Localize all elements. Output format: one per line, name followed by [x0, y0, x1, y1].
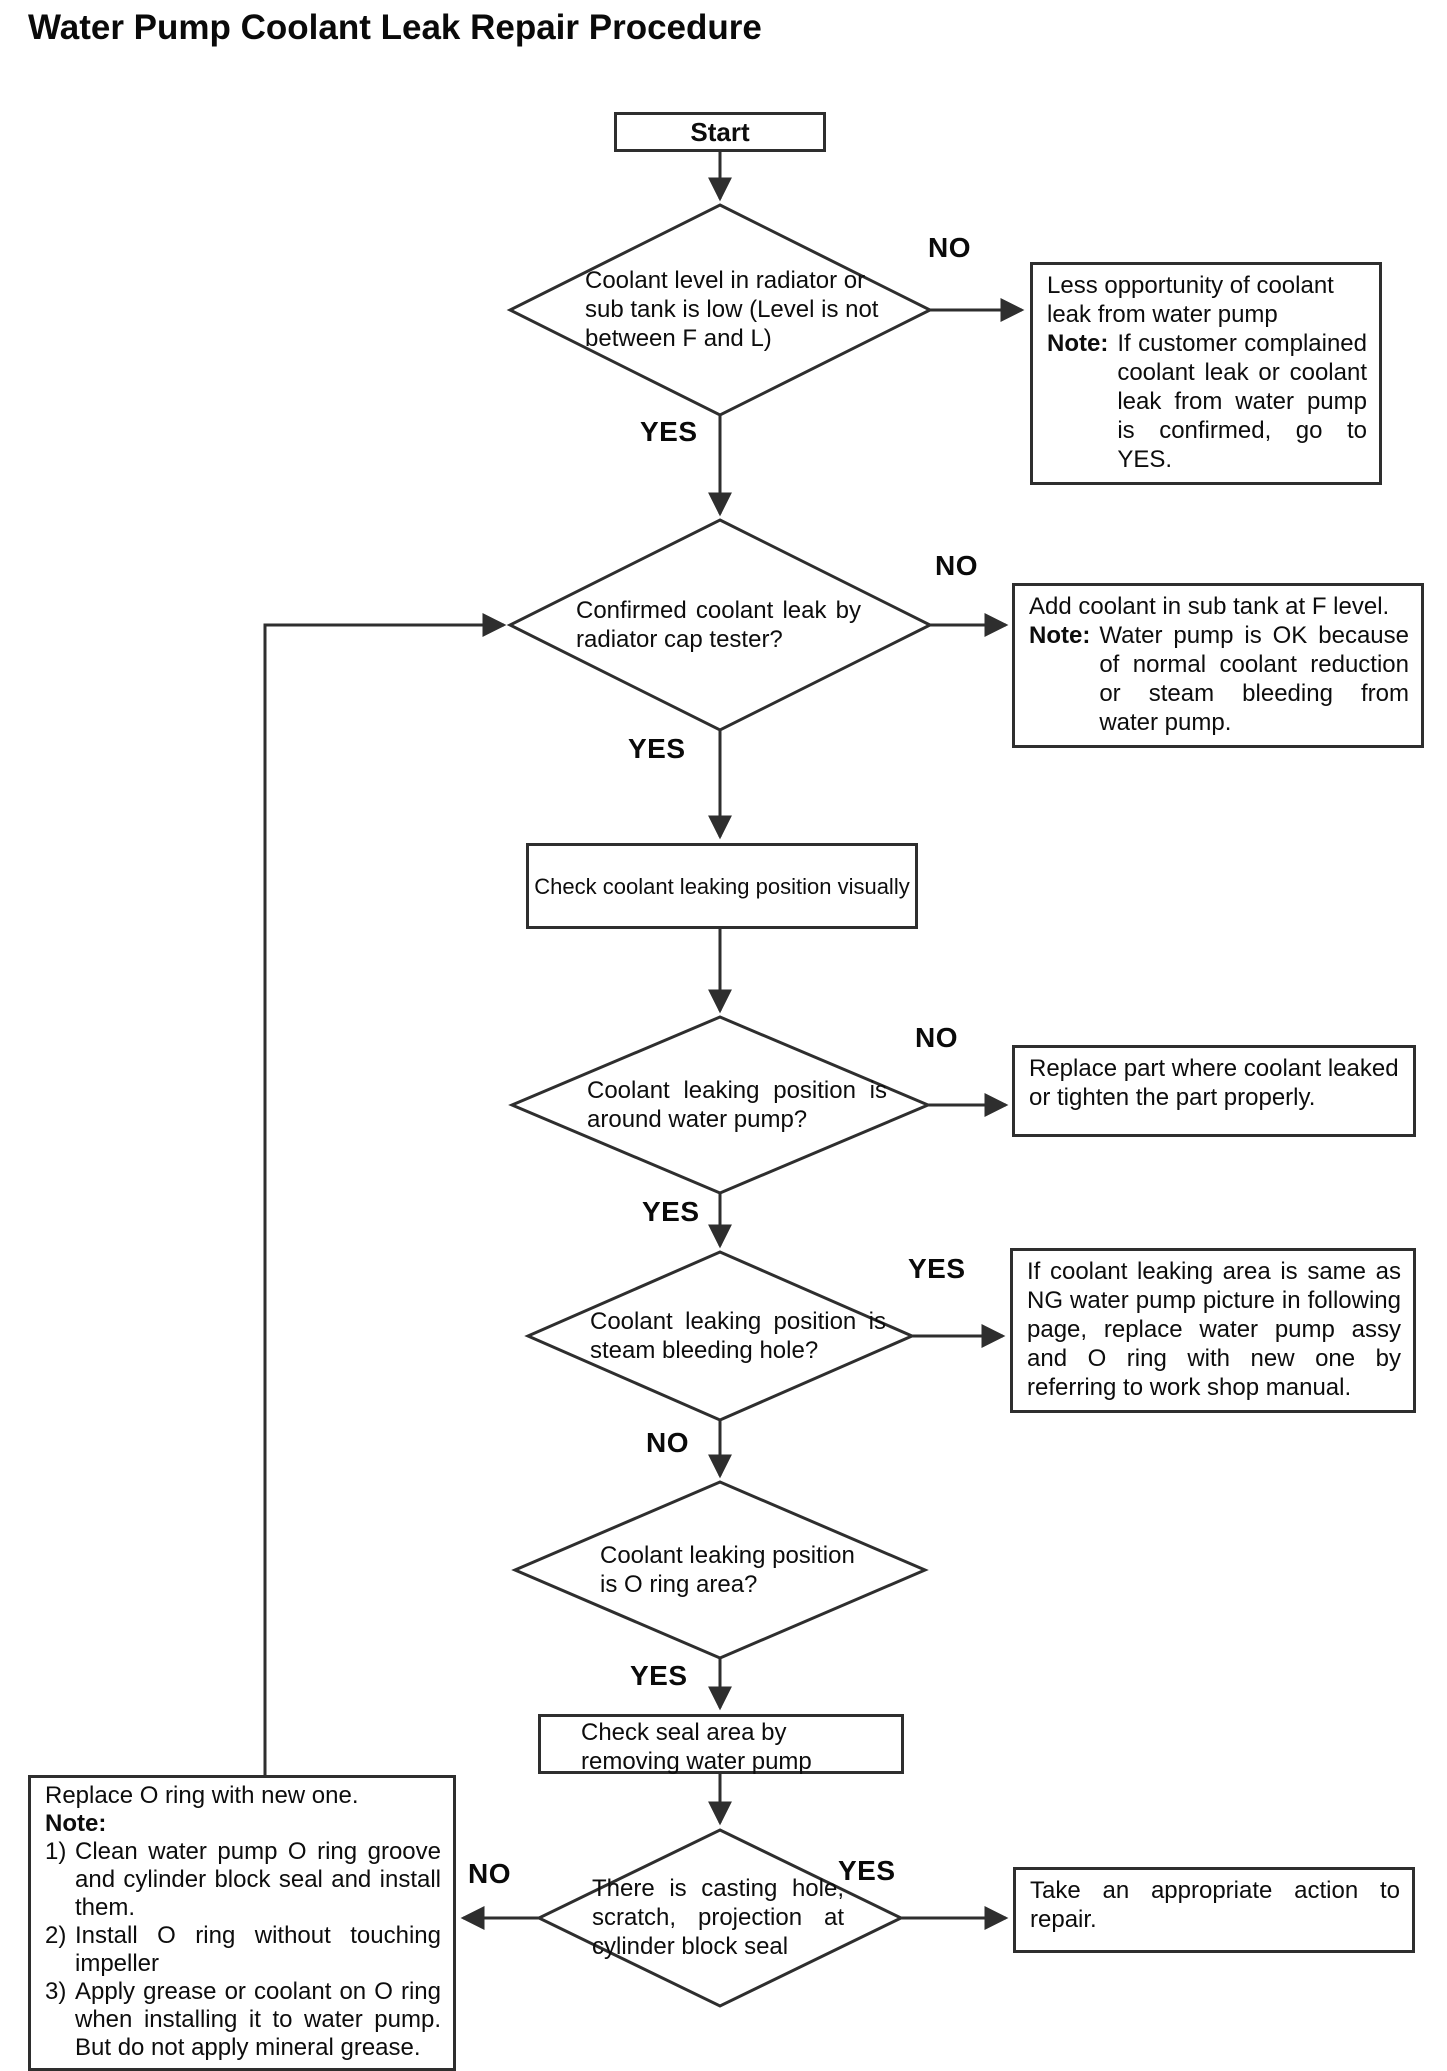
process-check-seal: Check seal area by removing water pump	[538, 1714, 904, 1775]
note-label: Note:	[1029, 622, 1091, 649]
connector-feedback-loop	[263, 613, 507, 1775]
result-take-action: Take an appropriate action to repair.	[1013, 1867, 1415, 1953]
result-replace-part: Replace part where coolant leaked or tig…	[1012, 1045, 1416, 1137]
result-replace-pump-assy: If coolant leaking area is same as NG wa…	[1010, 1248, 1416, 1413]
result-less-opportunity-text: Less opportunity of coolant leak from wa…	[1047, 272, 1334, 328]
decision-casting-hole: There is casting hole, scratch, projecti…	[592, 1875, 844, 1960]
start-node: Start	[614, 112, 826, 152]
result-less-opportunity: Less opportunity of coolant leak from wa…	[1030, 262, 1382, 485]
note-text: If customer complained coolant leak or c…	[1117, 330, 1367, 473]
decision-coolant-level-shape	[506, 203, 934, 417]
result-take-action-text: Take an appropriate action to repair.	[1030, 1877, 1400, 1933]
result-replace-part-text: Replace part where coolant leaked or tig…	[1029, 1055, 1399, 1111]
item-text: Apply grease or coolant on O ring when i…	[75, 1978, 441, 2061]
decision-cap-tester-shape	[506, 518, 934, 732]
no-label-casting-hole: NO	[468, 1858, 511, 1889]
decision-coolant-level: Coolant level in radiator or sub tank is…	[585, 267, 879, 352]
decision-steam-hole: Coolant leaking position is steam bleedi…	[590, 1308, 886, 1364]
yes-label-coolant-level: YES	[640, 416, 698, 447]
yes-label-around-pump: YES	[642, 1196, 700, 1227]
decision-around-pump: Coolant leaking position is around water…	[587, 1077, 887, 1133]
note-text: Water pump is OK because of normal coola…	[1099, 622, 1409, 736]
process-check-position: Check coolant leaking position visually	[526, 843, 918, 929]
result-replace-pump-assy-text: If coolant leaking area is same as NG wa…	[1027, 1258, 1401, 1401]
item-number: 1)	[45, 1838, 67, 1865]
yes-label-casting-hole: YES	[838, 1855, 896, 1886]
start-node-label: Start	[690, 116, 750, 147]
yes-label-oring-area: YES	[630, 1660, 688, 1691]
decision-steam-hole-shape	[524, 1250, 916, 1422]
no-label-cap-tester: NO	[935, 550, 978, 581]
result-add-coolant-text: Add coolant in sub tank at F level.	[1029, 593, 1390, 620]
no-label-steam-hole: NO	[646, 1427, 689, 1458]
decision-oring-area: Coolant leaking position is O ring area?	[600, 1542, 855, 1598]
item-number: 3)	[45, 1978, 67, 2005]
decision-oring-area-shape	[511, 1480, 929, 1660]
item-text: Clean water pump O ring groove and cylin…	[75, 1838, 441, 1921]
item-text: Install O ring without touching impeller	[75, 1922, 441, 1977]
yes-label-steam-hole: YES	[908, 1253, 966, 1284]
result-replace-oring-text: Replace O ring with new one.	[45, 1782, 359, 1809]
note-label: Note:	[1047, 330, 1109, 357]
note-item: 1) Clean water pump O ring groove and cy…	[45, 1838, 441, 1922]
note-item: 2) Install O ring without touching impel…	[45, 1922, 441, 1978]
note-item: 3) Apply grease or coolant on O ring whe…	[45, 1978, 441, 2062]
note-row: Note: If customer complained coolant lea…	[1047, 329, 1367, 474]
yes-label-cap-tester: YES	[628, 733, 686, 764]
result-replace-oring: Replace O ring with new one. Note: 1) Cl…	[28, 1775, 456, 2071]
note-label: Note:	[45, 1810, 107, 1837]
no-label-coolant-level: NO	[928, 232, 971, 263]
decision-cap-tester: Confirmed coolant leak by radiator cap t…	[576, 597, 861, 653]
decision-casting-hole-shape	[535, 1828, 905, 2008]
result-add-coolant: Add coolant in sub tank at F level. Note…	[1012, 583, 1424, 748]
note-row: Note: Water pump is OK because of normal…	[1029, 621, 1409, 737]
page-title: Water Pump Coolant Leak Repair Procedure	[28, 8, 762, 47]
decision-around-pump-shape	[508, 1015, 932, 1195]
no-label-around-pump: NO	[915, 1022, 958, 1053]
item-number: 2)	[45, 1922, 67, 1949]
process-check-position-text: Check coolant leaking position visually	[534, 873, 910, 899]
